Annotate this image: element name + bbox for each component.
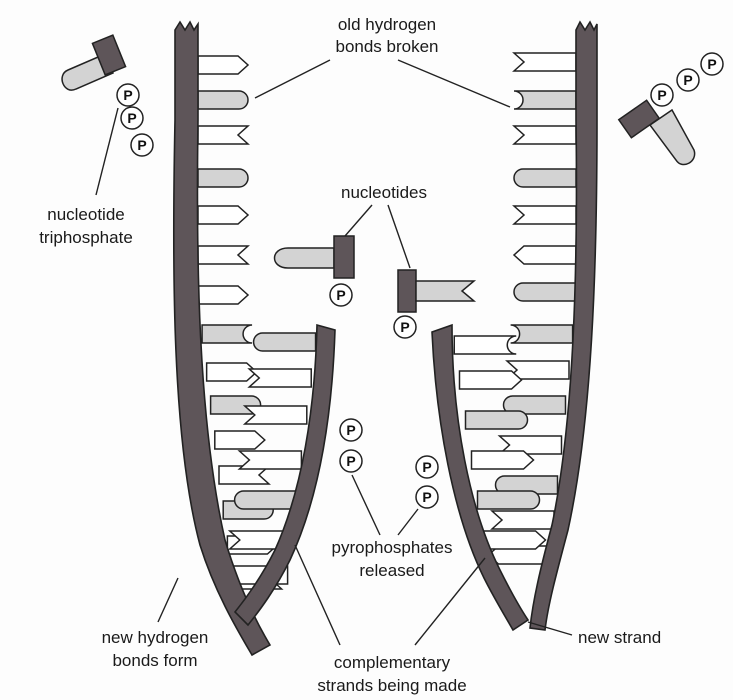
base-pair-half — [249, 369, 311, 387]
base-pair-half — [254, 333, 316, 351]
svg-text:P: P — [683, 72, 692, 88]
svg-text:P: P — [336, 287, 345, 303]
base-pair-half — [215, 431, 265, 449]
base-pair-half — [202, 325, 252, 343]
pyrophosphate-right: P P — [416, 456, 438, 508]
svg-text:P: P — [422, 489, 431, 505]
base-pair-half — [478, 491, 540, 509]
svg-text:P: P — [657, 87, 666, 103]
svg-text:P: P — [707, 56, 716, 72]
leader-new-bonds — [158, 578, 178, 622]
label-new-bonds-line2: bonds form — [112, 651, 197, 670]
base-pair-half — [198, 56, 248, 74]
leader-pyro-right — [398, 509, 418, 535]
nucleotide-triphosphate-top-right: P P P — [619, 53, 723, 165]
phosphate: P — [330, 284, 352, 306]
base-pair-half — [235, 491, 297, 509]
label-nucleotides: nucleotides — [341, 183, 427, 202]
label-old-bonds-line2: bonds broken — [335, 37, 438, 56]
svg-text:P: P — [400, 319, 409, 335]
phosphate: P — [416, 456, 438, 478]
label-new-bonds-line1: new hydrogen — [102, 628, 209, 647]
label-nucleotide-line1: nucleotide — [47, 205, 125, 224]
base-pair-half — [454, 336, 516, 354]
svg-text:P: P — [127, 110, 136, 126]
base-pair-half — [514, 246, 576, 264]
base-pair-half — [198, 169, 248, 187]
leader-complementary-right — [415, 558, 485, 645]
base-pair-half — [514, 283, 576, 301]
base-pair-half — [207, 363, 257, 381]
label-nucleotide-line2: triphosphate — [39, 228, 133, 247]
free-nucleotide-left: P — [275, 236, 355, 306]
label-complementary-line2: strands being made — [317, 676, 466, 695]
base-pair-half — [514, 91, 576, 109]
base-pair-half — [514, 126, 576, 144]
label-old-bonds-line1: old hydrogen — [338, 15, 436, 34]
phosphate: P — [121, 107, 143, 129]
base-pair-half — [492, 511, 554, 529]
base-pair-half — [514, 169, 576, 187]
base-pair-half — [198, 246, 248, 264]
base-pair-half — [198, 91, 248, 109]
phosphate: P — [117, 84, 139, 106]
leader-complementary-left — [295, 545, 340, 645]
base-pair-half — [466, 411, 528, 429]
phosphate: P — [340, 419, 362, 441]
base-pair-half — [198, 206, 248, 224]
base-pair-half — [514, 53, 576, 71]
nucleotide-triphosphate-top-left: P P P — [62, 35, 153, 156]
phosphate: P — [701, 53, 723, 75]
label-complementary-line1: complementary — [334, 653, 451, 672]
base-pair-half — [472, 451, 534, 469]
phosphate: P — [131, 134, 153, 156]
leader-pyro-left — [352, 475, 380, 535]
base-pair-half — [514, 206, 576, 224]
base-pair-half — [245, 406, 307, 424]
base-pair-half — [198, 286, 248, 304]
phosphate: P — [677, 69, 699, 91]
svg-text:P: P — [422, 459, 431, 475]
svg-text:P: P — [346, 422, 355, 438]
leader-triphosphate — [96, 108, 118, 195]
leader-nucleotides-left — [345, 205, 372, 236]
label-new-strand: new strand — [578, 628, 661, 647]
label-pyrophosphates-line1: pyrophosphates — [332, 538, 453, 557]
svg-text:P: P — [123, 87, 132, 103]
base-pair-half — [511, 325, 573, 343]
svg-text:P: P — [137, 137, 146, 153]
label-pyrophosphates-line2: released — [359, 561, 424, 580]
pyrophosphate-left: P P — [340, 419, 362, 472]
phosphate: P — [416, 486, 438, 508]
phosphate: P — [651, 84, 673, 106]
leader-old-bonds-left — [255, 60, 330, 98]
base-pair-half — [460, 371, 522, 389]
leader-nucleotides-right — [388, 205, 410, 268]
phosphate: P — [340, 450, 362, 472]
phosphate: P — [394, 316, 416, 338]
free-nucleotide-right: P — [394, 270, 474, 338]
leader-old-bonds-right — [398, 60, 510, 107]
base-pair-half — [198, 126, 248, 144]
base-pair-half — [239, 451, 301, 469]
base-pair-half — [484, 531, 546, 549]
svg-text:P: P — [346, 453, 355, 469]
